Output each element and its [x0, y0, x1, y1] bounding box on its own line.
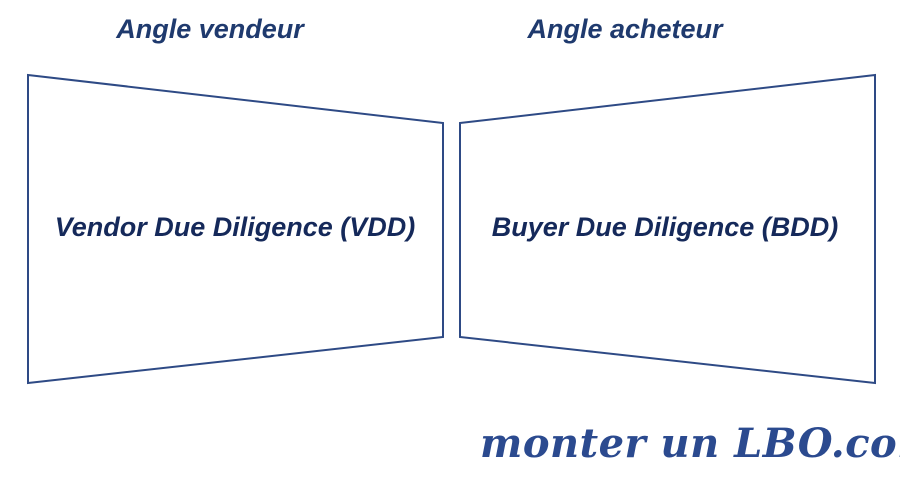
- vendor-heading: Angle vendeur: [116, 14, 304, 44]
- buyer-heading: Angle acheteur: [527, 14, 723, 44]
- buyer-panel-label: Buyer Due Diligence (BDD): [492, 212, 839, 242]
- brand-logo: monter un LBO.com: [480, 420, 900, 467]
- buyer-panel-shape: [459, 73, 876, 385]
- buyer-panel: Buyer Due Diligence (BDD): [459, 73, 876, 385]
- vendor-panel-label: Vendor Due Diligence (VDD): [55, 212, 416, 242]
- vendor-panel-shape: [27, 73, 444, 385]
- vendor-panel: Vendor Due Diligence (VDD): [27, 73, 444, 385]
